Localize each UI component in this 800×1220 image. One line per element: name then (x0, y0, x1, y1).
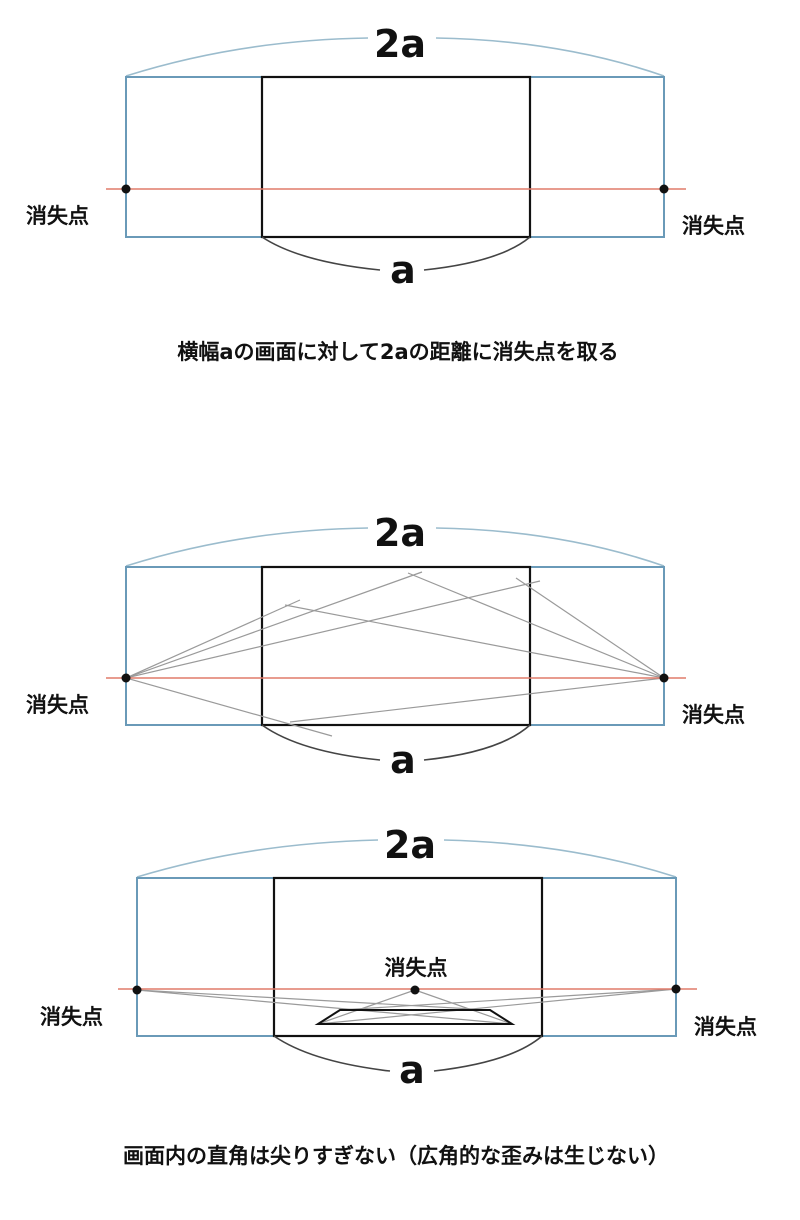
top-brace-2a (125, 527, 665, 567)
ray (289, 677, 665, 723)
ray (125, 677, 333, 737)
vanishing-point-left (121, 673, 131, 683)
outer-frame (125, 76, 665, 238)
screen-rect (272, 876, 544, 1038)
label-2a: 2a (374, 22, 426, 66)
ray (136, 989, 491, 1011)
bottom-brace-a (273, 1035, 543, 1072)
label-a: a (390, 248, 416, 292)
ray (515, 577, 665, 679)
rays-from-left-vp (125, 571, 541, 737)
ray (136, 989, 513, 1025)
ray (125, 571, 423, 679)
ray (339, 988, 677, 1011)
vanishing-point-center (410, 985, 420, 995)
top-brace-2a (125, 37, 665, 77)
vanishing-point-right (659, 673, 669, 683)
diagram-3: 2a 消失点 a 消失点 消失点 画面内の直角は尖りすぎない（広角的な歪みは生じ… (40, 823, 757, 1168)
label-a: a (390, 738, 416, 782)
vp-label-right: 消失点 (682, 703, 745, 727)
vanishing-point-left (132, 985, 142, 995)
ray (317, 989, 416, 1025)
screen-rect (260, 75, 532, 239)
vp-label-left: 消失点 (26, 693, 89, 717)
bottom-brace-a (261, 724, 531, 761)
ray (125, 599, 301, 679)
vanishing-point-right (671, 984, 681, 994)
vp-label-right: 消失点 (682, 214, 745, 238)
bottom-brace-a (261, 236, 531, 271)
converging-rays (136, 988, 677, 1025)
ray (317, 988, 677, 1025)
ray (284, 604, 665, 679)
vanishing-point-right (659, 184, 669, 194)
vanishing-point-left (121, 184, 131, 194)
ray (414, 989, 513, 1025)
diagram-1: 2a a 消失点 消失点 横幅aの画面に対して2aの距離に消失点を取る (26, 22, 745, 364)
ray (125, 580, 541, 679)
caption-1: 横幅aの画面に対して2aの距離に消失点を取る (177, 340, 618, 364)
caption-2: 画面内の直角は尖りすぎない（広角的な歪みは生じない） (123, 1144, 669, 1168)
label-2a: 2a (384, 823, 436, 867)
vp-label-right: 消失点 (694, 1015, 757, 1039)
ray (407, 572, 665, 679)
floor-plane-shape (314, 1009, 516, 1025)
vp-label-center: 消失点 (385, 956, 448, 980)
vp-label-left: 消失点 (26, 204, 89, 228)
label-2a: 2a (374, 511, 426, 555)
top-brace-2a (136, 839, 677, 878)
screen-rect (260, 565, 532, 727)
vp-label-left: 消失点 (40, 1005, 103, 1029)
diagram-2: 2a a 消失点 消失点 (26, 511, 745, 782)
label-a: a (399, 1048, 425, 1092)
rays-from-right-vp (284, 572, 665, 723)
